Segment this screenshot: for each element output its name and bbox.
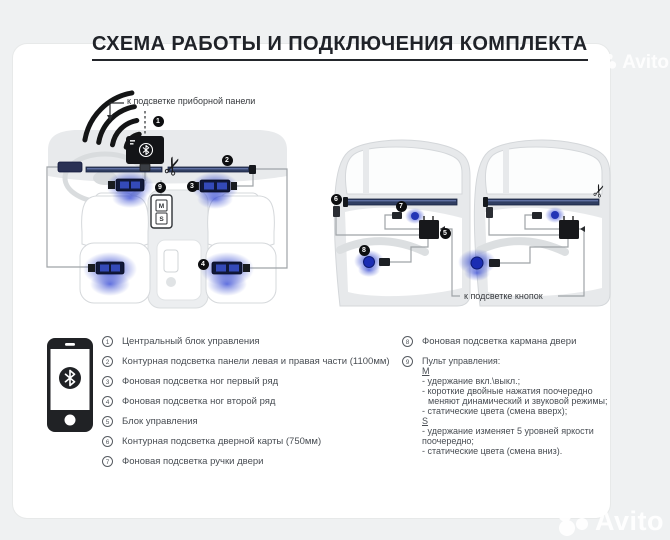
legend-item: 6 Контурная подсветка дверной карты (750…: [102, 436, 394, 447]
legend-item: 4 Фоновая подсветка ног второй ряд: [102, 396, 394, 407]
legend-number: 8: [402, 336, 413, 347]
remote-m-button: M: [159, 203, 164, 210]
legend-number: 3: [102, 376, 113, 387]
smartphone-icon: [47, 338, 93, 432]
avito-logo-icon: [597, 53, 617, 73]
legend-item: 5 Блок управления: [102, 416, 394, 427]
remote-s-line: - удержание изменяет 5 уровней яркости п…: [422, 426, 594, 446]
marker-8: 8: [358, 244, 370, 256]
legend-text: Фоновая подсветка ног первый ряд: [122, 376, 279, 387]
watermark-text: Avito: [622, 52, 669, 73]
legend-number: 1: [102, 336, 113, 347]
central-control-unit: [107, 102, 164, 172]
marker-9: 9: [154, 181, 166, 193]
avito-logo-icon: [558, 506, 588, 536]
watermark-bottom: Avito: [553, 504, 664, 538]
marker-3: 3: [186, 180, 198, 192]
legend-item: 8 Фоновая подсветка кармана двери: [402, 336, 630, 347]
door-control-box: [419, 220, 439, 239]
legend-text: Контурная подсветка панели левая и права…: [122, 356, 390, 367]
legend-text: Контурная подсветка дверной карты (750мм…: [122, 436, 322, 447]
marker-1: 1: [152, 115, 164, 127]
marker-6: 6: [330, 193, 342, 205]
legend-item: 7 Фоновая подсветка ручки двери: [102, 456, 394, 467]
marker-7: 7: [395, 200, 407, 212]
legend-number: 6: [102, 436, 113, 447]
legend-text: Фоновая подсветка ног второй ряд: [122, 396, 276, 407]
door-led-strip: [486, 198, 600, 206]
legend-item: 2 Контурная подсветка панели левая и пра…: [102, 356, 394, 367]
door-control-box: [559, 220, 579, 239]
remote-m-line: - удержание вкл.\выкл.;: [422, 376, 521, 386]
dashboard-lighting-label: к подсветке приборной панели: [127, 96, 256, 106]
control-remote: M S: [150, 194, 173, 229]
bluetooth-icon: [138, 142, 154, 158]
legend-item-remote: 9 Пульт управления: M - удержание вкл.\в…: [402, 356, 630, 456]
watermark-text: Avito: [595, 505, 664, 536]
legend-left-column: 1 Центральный блок управления 2 Контурна…: [102, 336, 394, 476]
door-right-silhouette: [474, 140, 610, 306]
legend-text: Блок управления: [122, 416, 198, 427]
legend-number: 4: [102, 396, 113, 407]
page-title: СХЕМА РАБОТЫ И ПОДКЛЮЧЕНИЯ КОМПЛЕКТА: [92, 33, 588, 61]
remote-description: Пульт управления: M - удержание вкл.\вык…: [422, 356, 630, 456]
door-right-components: ✂: [458, 181, 611, 297]
remote-s-label: S: [422, 416, 429, 426]
legend-text: Центральный блок управления: [122, 336, 260, 347]
legend-item: 1 Центральный блок управления: [102, 336, 394, 347]
front-footwell-lights: [106, 171, 239, 209]
legend-text: Фоновая подсветка кармана двери: [422, 336, 577, 347]
buttons-lighting-label: к подсветке кнопок: [464, 291, 543, 301]
marker-4: 4: [197, 258, 209, 270]
scissors-icon: ✂: [588, 181, 611, 201]
remote-m-label: M: [422, 366, 430, 376]
home-button-icon: [64, 414, 76, 426]
legend-item: 3 Фоновая подсветка ног первый ряд: [102, 376, 394, 387]
legend-right-column: 8 Фоновая подсветка кармана двери 9 Пуль…: [402, 336, 630, 465]
rear-footwell-lights: [83, 252, 254, 296]
legend-number: 5: [102, 416, 113, 427]
remote-s-button: S: [159, 216, 164, 223]
legend-number: 2: [102, 356, 113, 367]
marker-5: 5: [439, 227, 451, 239]
door-left-silhouette: [334, 140, 470, 306]
remote-title: Пульт управления:: [422, 356, 501, 366]
remote-m-line: - статические цвета (смена вверх);: [422, 406, 568, 416]
marker-2: 2: [221, 154, 233, 166]
legend-text: Фоновая подсветка ручки двери: [122, 456, 264, 467]
remote-m-line: меняют динамический и звуковой режимы;: [428, 396, 608, 406]
watermark-top: Avito: [594, 52, 669, 74]
legend-number: 7: [102, 456, 113, 467]
remote-m-line: - короткие двойные нажатия поочередно: [422, 386, 593, 396]
legend-number: 9: [402, 356, 413, 367]
remote-s-line: - статические цвета (смена вниз).: [422, 446, 563, 456]
